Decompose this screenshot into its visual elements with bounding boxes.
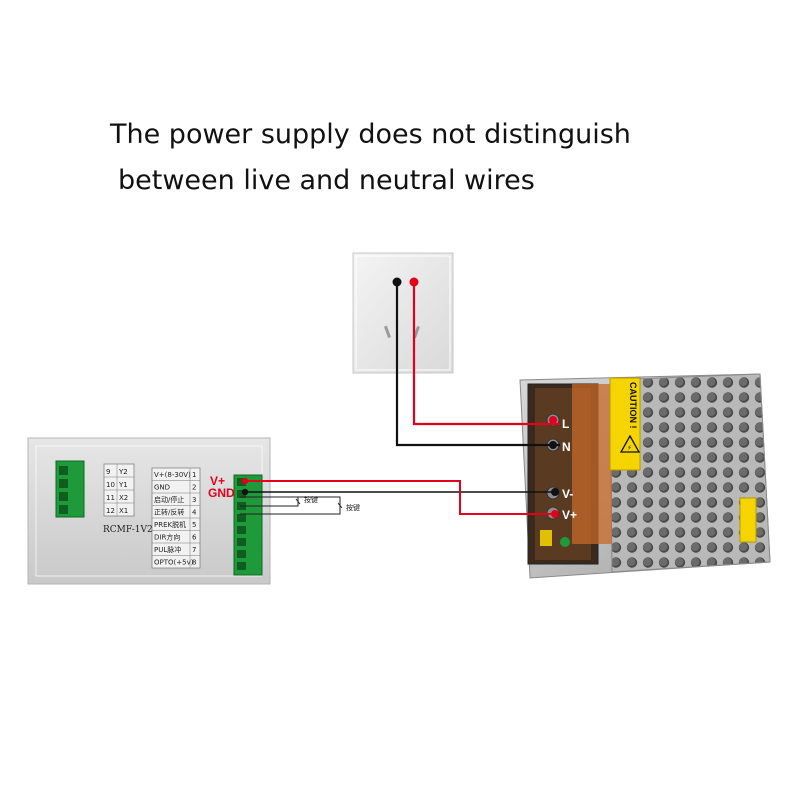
terminal-screw-icon [237, 490, 246, 498]
terminal-screw-icon [237, 562, 246, 570]
button-switch-1: 按键 [295, 495, 318, 505]
button-label-2: 按键 [346, 503, 360, 512]
right-pin-name: 正转/反转 [154, 508, 184, 517]
caution-text: CAUTION ! [628, 382, 638, 429]
right-pin-name: GND [154, 484, 170, 492]
right-pin-num: 6 [192, 534, 197, 542]
terminal-screw-icon [237, 538, 246, 546]
right-pin-num: 3 [192, 496, 196, 504]
right-terminal-block [233, 474, 263, 576]
right-pin-name: PUL脉冲 [154, 545, 181, 554]
side-label [739, 497, 757, 543]
wall-socket [352, 252, 454, 374]
psu-terminal-vminus: V- [562, 487, 573, 501]
controller-model-label: RCMF-1V2 [103, 525, 153, 535]
left-pin-num: 9 [106, 468, 110, 476]
psu-terminals: L N V- V+ [549, 416, 577, 522]
psu-vminus-dot [551, 488, 559, 496]
left-pin-num: 10 [106, 481, 115, 489]
diagram-caption: The power supply does not distinguish be… [110, 112, 750, 204]
left-pin-name: Y1 [118, 481, 128, 489]
right-pin-num: 4 [192, 509, 197, 517]
left-pin-name: X2 [119, 494, 128, 502]
right-pin-name: DIR方向 [154, 533, 180, 542]
right-pin-num: 1 [192, 471, 196, 479]
terminal-screw-icon [237, 478, 246, 486]
controller-gnd-label: GND [208, 486, 235, 500]
neutral-wire [395, 282, 560, 447]
right-pin-num: 2 [192, 484, 196, 492]
psu-terminal-n: N [562, 440, 571, 454]
motor-controller: 9 Y2 10 Y1 11 X2 12 X1 RCMF-1V2 V+(8-30V… [27, 437, 271, 585]
gnd-connection-dot [241, 488, 249, 496]
vplus-wire [245, 480, 555, 515]
terminal-screw-icon [237, 550, 246, 558]
button-label-1: 按键 [304, 495, 318, 504]
psu-vplus-dot [551, 510, 559, 518]
psu-l-dot [549, 416, 557, 424]
left-pin-num: 11 [106, 494, 115, 502]
right-pin-name: V+(8-30V) [154, 471, 191, 479]
right-pin-num: 5 [192, 521, 196, 529]
left-pin-num: 12 [106, 507, 115, 515]
left-pin-name: Y2 [118, 468, 128, 476]
right-pin-num: 7 [192, 546, 196, 554]
controller-vplus-label: V+ [210, 474, 225, 488]
button-switch-2: 按键 [337, 502, 360, 512]
right-pin-name: PREK脱机 [154, 520, 186, 529]
right-pin-num: 8 [192, 559, 196, 567]
caption-line-1: The power supply does not distinguish [110, 119, 631, 150]
switching-power-supply: CAUTION ! ⚡ [519, 373, 771, 579]
terminal-screw-icon [237, 514, 246, 522]
vplus-connection-dot [241, 477, 249, 485]
psu-terminal-vplus: V+ [562, 508, 577, 522]
caution-label: CAUTION ! ⚡ [609, 377, 641, 471]
terminal-screw-icon [237, 526, 246, 534]
wires [240, 282, 560, 515]
caption-line-2: between live and neutral wires [118, 165, 535, 196]
live-wire [412, 282, 560, 426]
psu-n-dot [549, 441, 557, 449]
psu-terminal-l: L [562, 417, 569, 431]
right-pin-name: 启动/停止 [154, 495, 184, 504]
warning-icon [619, 434, 641, 453]
left-pin-name: X1 [119, 507, 128, 515]
svg-text:⚡: ⚡ [627, 444, 632, 452]
right-pin-name: OPTO(+5v) [154, 559, 194, 567]
left-terminal-block [55, 460, 85, 518]
left-pin-table: 9 Y2 10 Y1 11 X2 12 X1 [103, 463, 135, 517]
